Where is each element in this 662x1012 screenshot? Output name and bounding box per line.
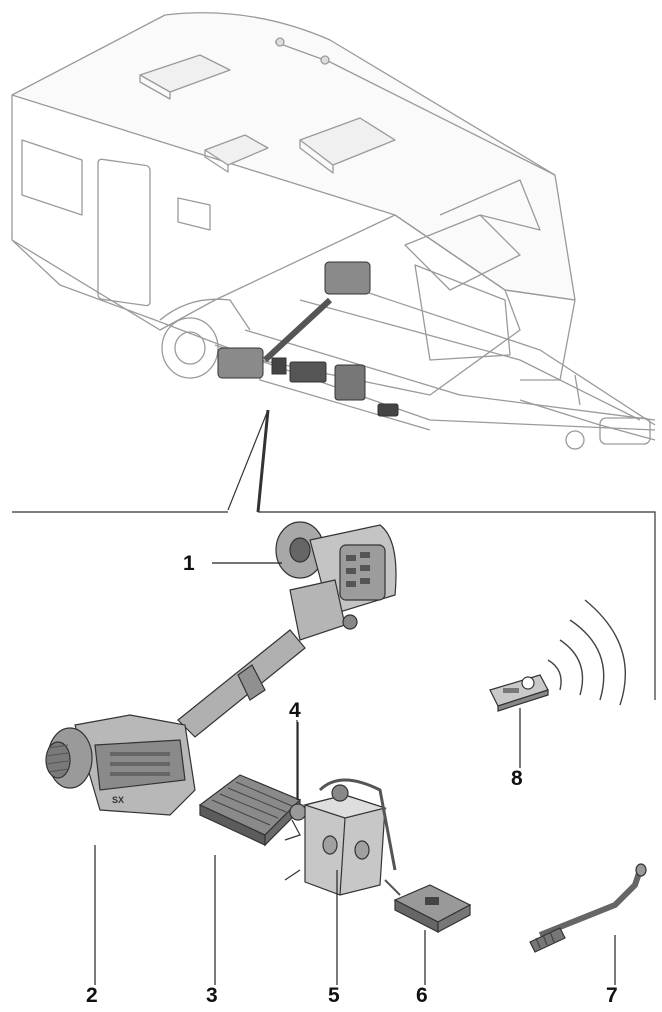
- isolator-unit: [384, 879, 472, 933]
- callout-7: 7: [606, 984, 618, 1007]
- callout-8: 8: [511, 767, 523, 790]
- crank-handle: [529, 863, 647, 953]
- caravan-outline: [11, 12, 656, 450]
- callout-leaders: [94, 562, 616, 985]
- callout-4: 4: [289, 699, 301, 722]
- callout-1: 1: [183, 552, 195, 575]
- motor-unit-left: SX: [45, 714, 196, 816]
- motor-unit-right: [275, 521, 397, 641]
- signal-waves-icon: [547, 599, 627, 706]
- fuse-holder: [284, 720, 307, 841]
- callout-2: 2: [86, 984, 98, 1007]
- remote-control: [489, 599, 627, 712]
- cross-actuation-rod: [177, 629, 306, 738]
- callout-6: 6: [416, 984, 428, 1007]
- zoom-leader-lines: [12, 409, 656, 700]
- control-box: [198, 774, 302, 847]
- callout-3: 3: [206, 984, 218, 1007]
- battery-pack: [284, 778, 397, 896]
- mover-on-chassis: [217, 261, 399, 417]
- motor-badge-text: SX: [112, 795, 124, 805]
- callout-5: 5: [328, 984, 340, 1007]
